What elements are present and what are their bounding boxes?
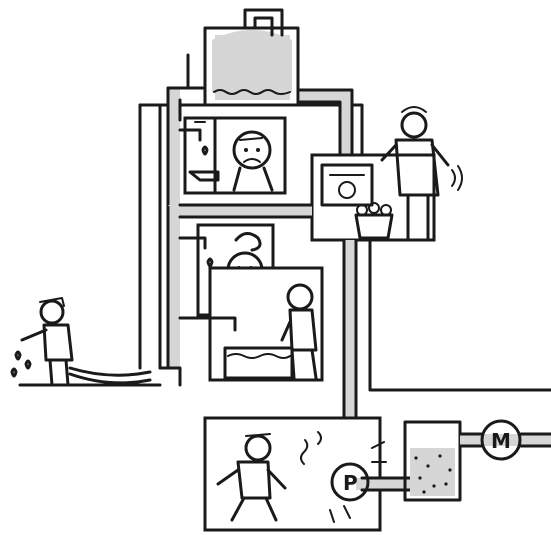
room-laundry: [312, 107, 462, 240]
room-top-floor: [180, 118, 285, 193]
meter-label: M: [491, 429, 511, 453]
pump-label: P: [343, 471, 358, 495]
water-tank-icon: [205, 28, 298, 105]
room-basement: [205, 418, 386, 530]
ground-and-hose: [12, 298, 180, 385]
sediment-filter-icon: [405, 422, 551, 500]
